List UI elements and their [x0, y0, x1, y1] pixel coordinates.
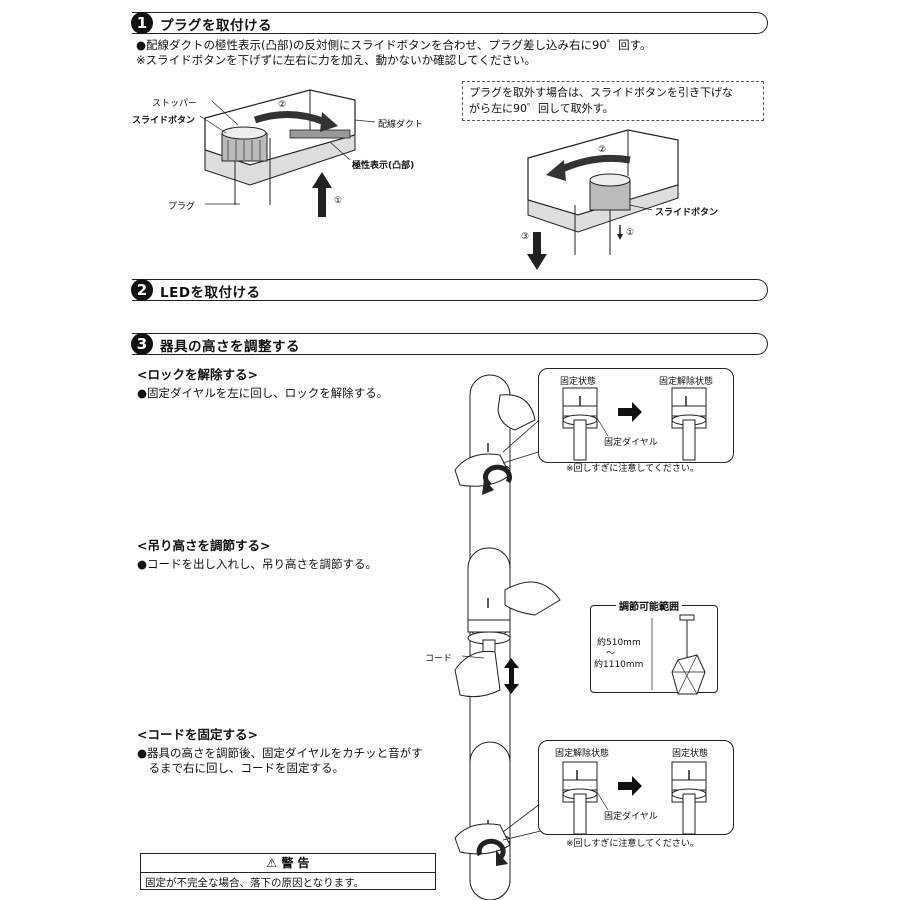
fixing-dial-label: 固定ダイヤル [604, 812, 658, 822]
section-title: LEDを取付ける [160, 285, 261, 301]
section-3-header: 3 器具の高さを調整する [131, 333, 768, 355]
height-adjust-text: ●コードを出し入れし、吊り高さを調節する。 [137, 557, 378, 571]
state-locked-label: 固定状態 [560, 377, 597, 387]
section-2-header: 2 LEDを取付ける [131, 279, 768, 301]
range-tilde: ～ [606, 649, 616, 659]
removal-step-3-marker: ③ [521, 232, 530, 242]
duct-label: 配線ダクト [378, 120, 424, 130]
caution-note: ※回しすぎに注意してください。 [566, 464, 699, 474]
lock-release-text: ●固定ダイヤルを左に回し、ロックを解除する。 [137, 386, 389, 400]
removal-note: プラグを取外す場合は、スライドボタンを引き下げな がら左に90゜回して取外す。 [462, 81, 764, 121]
warning-box: ⚠ 警 告 固定が不完全な場合、落下の原因となります。 [140, 853, 436, 890]
height-adjust-heading: <吊り高さを調節する> [137, 538, 271, 553]
lock-release-heading: <ロックを解除する> [137, 367, 258, 382]
removal-step-2-marker: ② [598, 145, 607, 155]
instruction-text: ●配線ダクトの極性表示(凸部)の反対側にスライドボタンを合わせ、プラグ差し込み右… [136, 38, 652, 52]
range-max: 約1110mm [594, 660, 644, 670]
removal-note-line2: がら左に90゜回して取外す。 [469, 102, 614, 115]
plug-label: プラグ [168, 202, 196, 212]
cord-fix-heading: <コードを固定する> [137, 727, 258, 742]
fixing-dial-label: 固定ダイヤル [604, 438, 658, 448]
step-2-marker: ② [278, 100, 287, 110]
section-number: 1 [131, 12, 153, 34]
caution-note: ※回しすぎに注意してください。 [566, 839, 699, 849]
section-number: 2 [131, 279, 153, 301]
section-number: 3 [131, 333, 153, 355]
step-1-marker: ① [334, 196, 343, 206]
state-unlocked-label: 固定解除状態 [659, 377, 714, 387]
warning-title: 警 告 [281, 856, 310, 870]
stopper-label: ストッパー [152, 99, 198, 109]
instruction-note: ※スライドボタンを下げずに左右に力を加え、動かないか確認してください。 [136, 53, 536, 67]
state-unlocked-label: 固定解除状態 [555, 749, 610, 759]
warning-header: ⚠ 警 告 [141, 854, 435, 873]
removal-step-1-marker: ① [626, 228, 635, 238]
range-min: 約510mm [597, 638, 641, 648]
section-1-header: 1 プラグを取付ける [131, 12, 768, 34]
state-locked-label: 固定状態 [672, 749, 709, 759]
adjust-range-title: 調節可能範囲 [616, 598, 682, 613]
section-title: 器具の高さを調整する [160, 339, 300, 355]
warning-text: 固定が不完全な場合、落下の原因となります。 [145, 877, 365, 889]
slide-button-label: スライドボタン [132, 116, 196, 126]
removal-note-line1: プラグを取外す場合は、スライドボタンを引き下げな [469, 86, 733, 99]
polarity-label: 極性表示(凸部) [352, 161, 415, 171]
section-title: プラグを取付ける [160, 18, 272, 34]
removal-slide-button-label: スライドボタン [655, 208, 719, 218]
warning-icon: ⚠ [266, 856, 278, 870]
cord-fix-text-2: るまで右に回し、コードを固定する。 [137, 761, 344, 775]
cord-fix-text-1: ●器具の高さを調節後、固定ダイヤルをカチッと音がす [137, 746, 423, 760]
cord-label: コード [425, 654, 453, 664]
